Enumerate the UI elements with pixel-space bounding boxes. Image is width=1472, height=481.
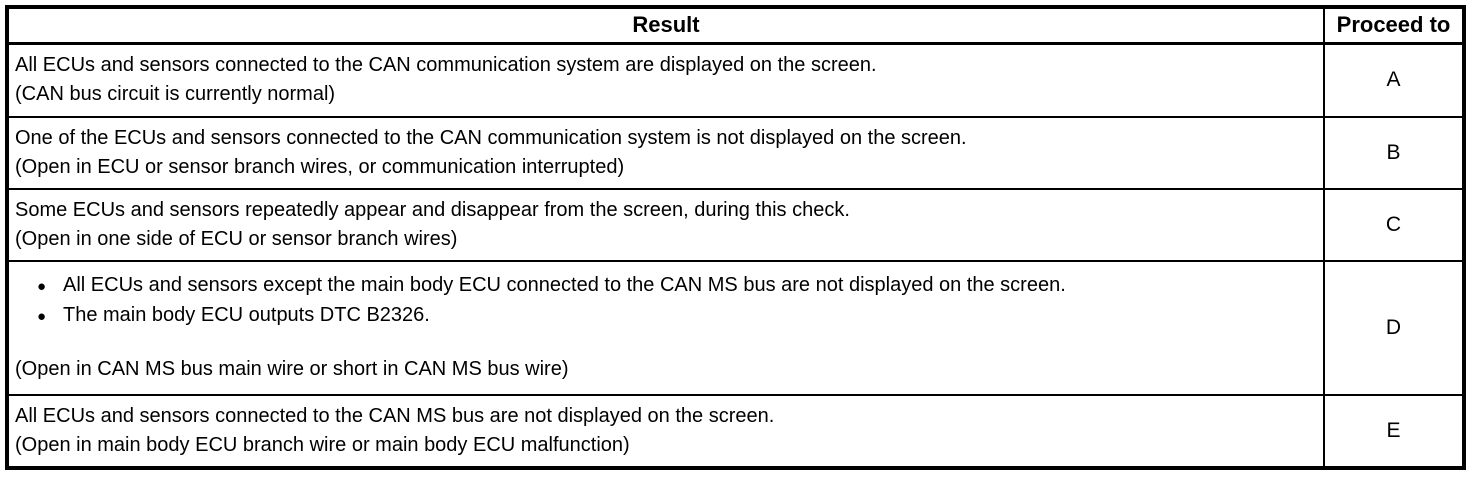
table-row-c: Some ECUs and sensors repeatedly appear …	[6, 188, 1465, 262]
table-row-e: All ECUs and sensors connected to the CA…	[6, 394, 1465, 469]
proceed-to-value: C	[1323, 188, 1465, 262]
result-cell: Some ECUs and sensors repeatedly appear …	[6, 188, 1325, 262]
bullet-text: The main body ECU outputs DTC B2326.	[63, 304, 430, 326]
result-cell: All ECUs and sensors connected to the CA…	[6, 394, 1325, 469]
result-text: One of the ECUs and sensors connected to…	[15, 127, 967, 149]
result-text: All ECUs and sensors connected to the CA…	[15, 405, 775, 427]
proceed-to-value: A	[1323, 42, 1465, 118]
result-cell: ● All ECUs and sensors except the main b…	[6, 260, 1325, 396]
table-header-row: Result Proceed to	[6, 6, 1465, 45]
column-header-proceed-to: Proceed to	[1323, 6, 1465, 45]
result-note: (Open in one side of ECU or sensor branc…	[15, 228, 458, 250]
bullet-icon: ●	[37, 308, 47, 325]
table-row-a: All ECUs and sensors connected to the CA…	[6, 42, 1465, 118]
result-cell: One of the ECUs and sensors connected to…	[6, 116, 1325, 190]
result-note: (CAN bus circuit is currently normal)	[15, 83, 336, 106]
proceed-to-value: E	[1323, 394, 1465, 469]
table-row-b: One of the ECUs and sensors connected to…	[6, 116, 1465, 190]
bullet-item: ● All ECUs and sensors except the main b…	[15, 271, 1317, 301]
bullet-text: All ECUs and sensors except the main bod…	[63, 274, 1066, 296]
proceed-to-value: D	[1323, 260, 1465, 396]
bullet-item: ● The main body ECU outputs DTC B2326.	[15, 301, 1317, 331]
diagnostic-result-table: Result Proceed to All ECUs and sensors c…	[5, 5, 1466, 470]
table-row-d: ● All ECUs and sensors except the main b…	[6, 260, 1465, 396]
column-header-result: Result	[6, 6, 1325, 45]
result-note: (Open in CAN MS bus main wire or short i…	[15, 358, 569, 380]
result-note: (Open in ECU or sensor branch wires, or …	[15, 156, 625, 178]
proceed-to-value: B	[1323, 116, 1465, 190]
bullet-icon: ●	[37, 278, 47, 295]
result-cell: All ECUs and sensors connected to the CA…	[6, 42, 1325, 118]
result-text: Some ECUs and sensors repeatedly appear …	[15, 199, 850, 221]
result-text: All ECUs and sensors connected to the CA…	[15, 54, 877, 77]
result-note: (Open in main body ECU branch wire or ma…	[15, 434, 630, 456]
